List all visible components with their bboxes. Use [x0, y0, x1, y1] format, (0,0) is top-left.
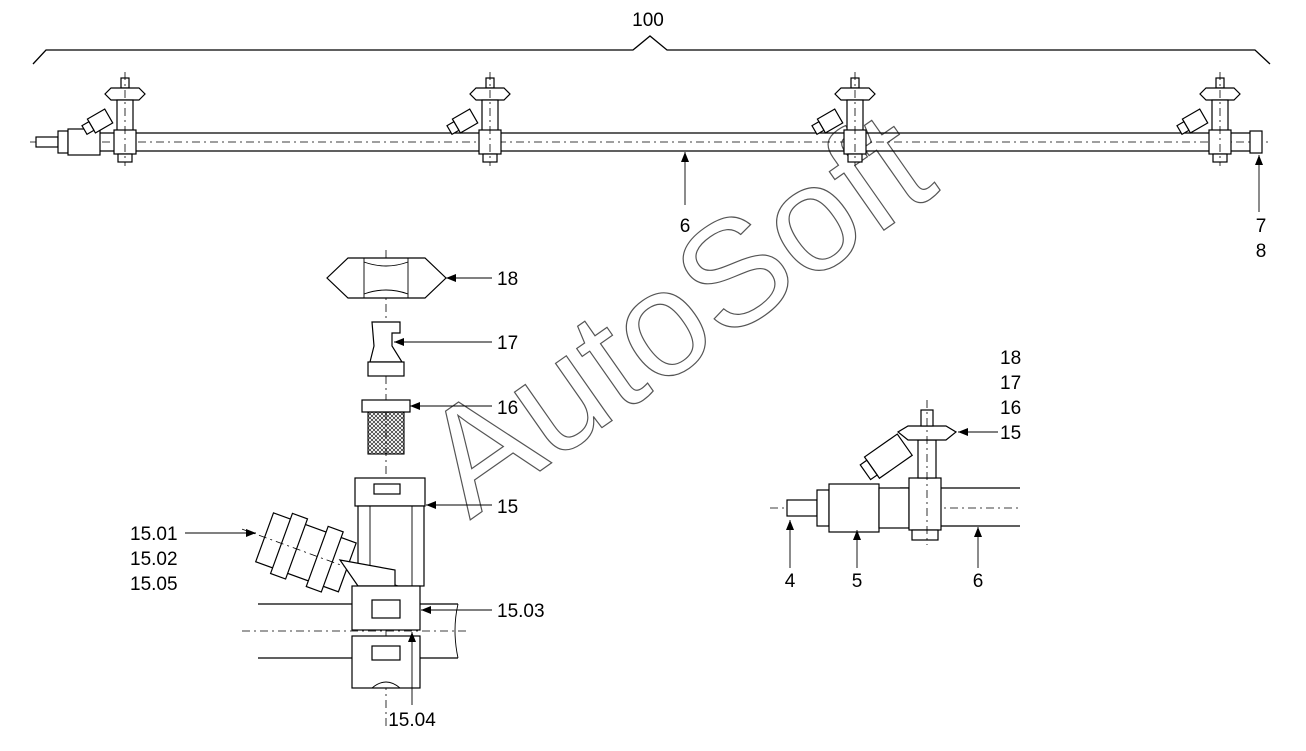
boom-nozzle-2	[444, 71, 511, 167]
part-18-cap-nut	[326, 257, 492, 299]
label-r4: 4	[785, 571, 796, 592]
label-7: 7	[1256, 216, 1267, 237]
end-cap-top	[1249, 130, 1263, 154]
label-15-02: 15.02	[130, 549, 178, 570]
label-r17: 17	[1000, 373, 1021, 394]
label-15: 15	[497, 497, 518, 518]
boom-nozzles	[79, 71, 1241, 167]
label-r18: 18	[1000, 348, 1021, 369]
boom-nozzle-4	[1174, 71, 1241, 167]
label-18: 18	[497, 269, 518, 290]
label-r6: 6	[973, 571, 984, 592]
assembled-detail	[770, 400, 1020, 568]
part-16-strainer	[361, 399, 492, 455]
boom-pipe	[30, 132, 1268, 152]
pipe-clamp-assembly	[242, 585, 492, 705]
label-8: 8	[1256, 241, 1267, 262]
label-15-05: 15.05	[130, 574, 178, 595]
label-17: 17	[497, 333, 518, 354]
label-assembly-100: 100	[632, 10, 664, 31]
label-r16: 16	[1000, 398, 1021, 419]
assembly-bracket	[32, 35, 1271, 65]
label-6-top: 6	[680, 216, 691, 237]
part-15-01-side-valve	[241, 512, 414, 593]
label-15-03: 15.03	[497, 601, 545, 622]
leader-7-8	[1255, 155, 1263, 212]
part-17-nozzle-tip	[367, 321, 492, 377]
label-15-01: 15.01	[130, 524, 178, 545]
label-16: 16	[497, 398, 518, 419]
label-r15: 15	[1000, 423, 1021, 444]
label-15-04: 15.04	[388, 710, 436, 731]
label-r5: 5	[852, 571, 863, 592]
leader-6-top	[681, 152, 689, 205]
leader-15-01	[185, 529, 256, 537]
